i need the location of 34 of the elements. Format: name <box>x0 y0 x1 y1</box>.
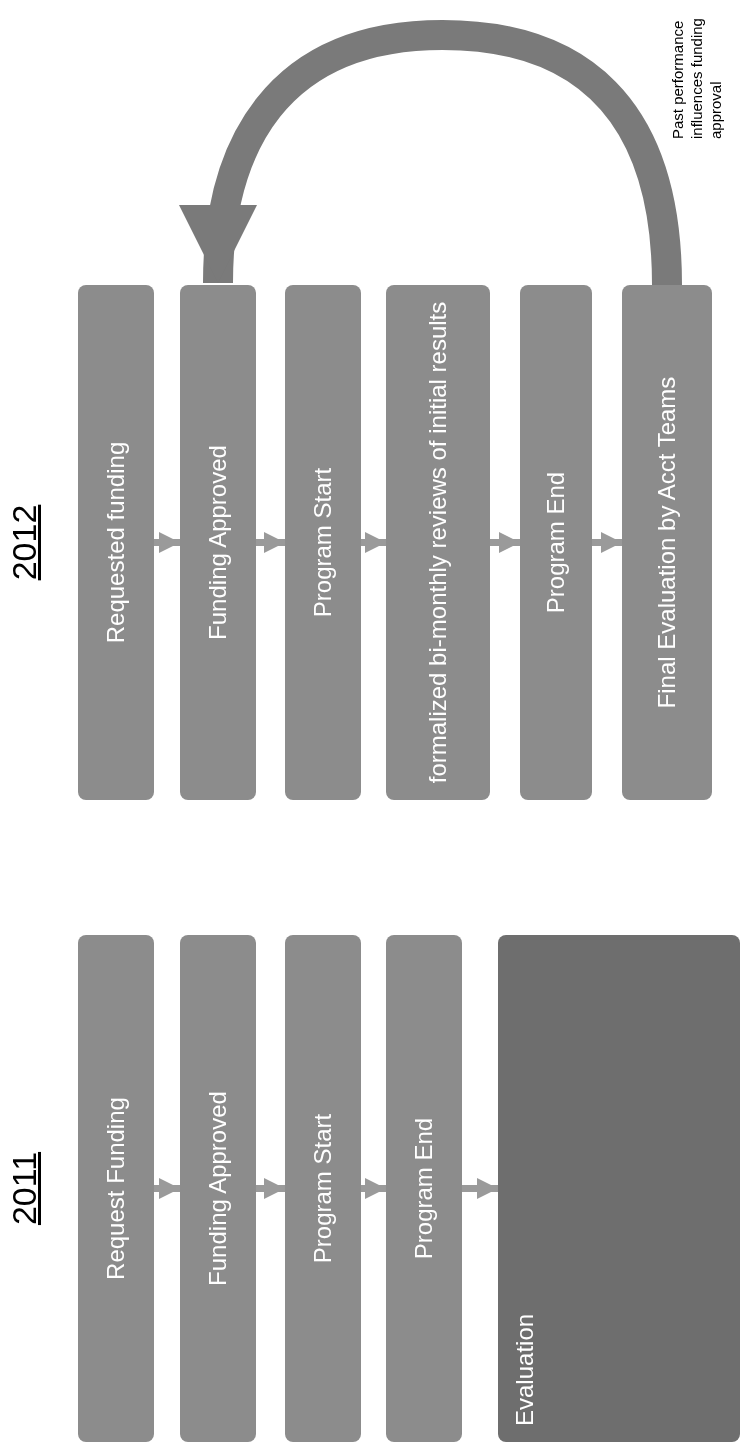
box-text: Final Evaluation by Acct Teams <box>652 376 681 709</box>
process-box <box>180 285 256 800</box>
arrow <box>462 1178 498 1199</box>
arrow <box>490 532 520 553</box>
box-text: Program Start <box>308 467 337 618</box>
process-box <box>386 285 490 800</box>
process-box <box>78 285 154 800</box>
arrow <box>361 532 386 553</box>
arrow <box>592 532 622 553</box>
arrow <box>256 532 285 553</box>
year-heading: 2012 <box>4 503 44 583</box>
arrow <box>154 532 180 553</box>
process-box <box>622 285 712 800</box>
process-box <box>498 935 740 1442</box>
process-box <box>78 935 154 1442</box>
process-box <box>386 935 462 1442</box>
box-text: Requested funding <box>101 441 130 644</box>
arrow <box>256 1178 285 1199</box>
process-box <box>285 285 361 800</box>
process-box <box>180 935 256 1442</box>
box-text: Funding Approved <box>203 445 232 640</box>
box-heading: Evaluation <box>510 1313 539 1426</box>
curved-arrow <box>181 20 682 286</box>
box-text: formalized bi-monthly reviews of initial results <box>423 301 452 784</box>
arrow <box>154 1178 180 1199</box>
process-box <box>520 285 592 800</box>
box-text: Program End <box>541 471 570 614</box>
box-text: Request Funding <box>101 1097 130 1280</box>
box-text: Funding Approved <box>203 1091 232 1286</box>
box-text: Program End <box>409 1117 438 1260</box>
process-box <box>285 935 361 1442</box>
box-text: Program Start <box>308 1113 337 1264</box>
year-heading: 2011 <box>4 1150 44 1228</box>
arrow <box>361 1178 386 1199</box>
